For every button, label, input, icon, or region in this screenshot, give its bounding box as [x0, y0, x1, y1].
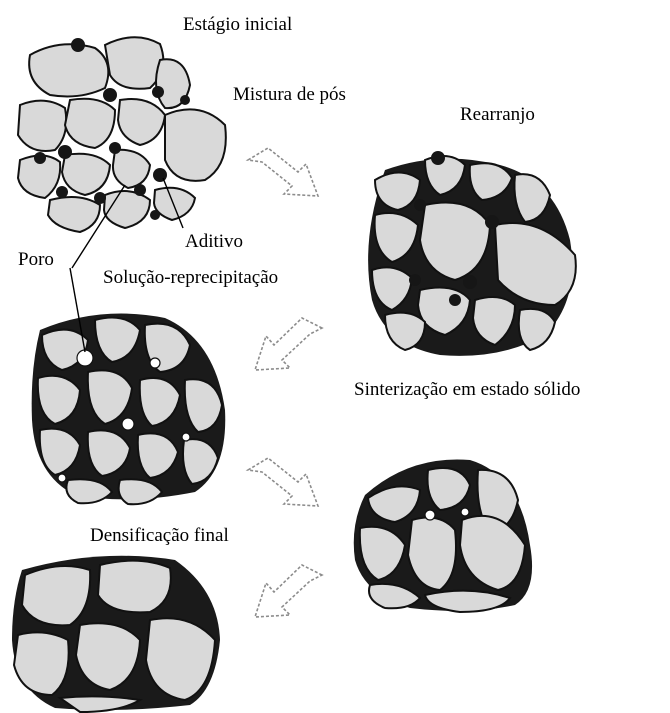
stage-rearrangement [368, 151, 576, 356]
stage-solid-state-sintering [354, 459, 532, 612]
label-pore: Poro [18, 249, 54, 270]
stage-final-densification [12, 556, 220, 712]
label-solution-reprecipitation: Solução-reprecipitação [103, 267, 278, 288]
label-final-densification: Densificação final [90, 525, 229, 546]
arrow-to-final-densification [255, 565, 322, 617]
arrow-to-rearrangement [248, 148, 318, 196]
label-rearrangement: Rearranjo [460, 104, 535, 125]
label-additive: Aditivo [185, 231, 243, 252]
label-solid-state-sintering: Sinterização em estado sólido [354, 379, 580, 400]
arrow-to-solid-state-sintering [248, 458, 318, 506]
stage-solution-reprecipitation [32, 314, 226, 505]
label-initial-stage: Estágio inicial [183, 14, 292, 35]
label-powder-mixture: Mistura de pós [233, 84, 346, 105]
stage-initial-mixture [18, 37, 226, 232]
arrow-to-solution-reprecipitation [255, 318, 322, 370]
